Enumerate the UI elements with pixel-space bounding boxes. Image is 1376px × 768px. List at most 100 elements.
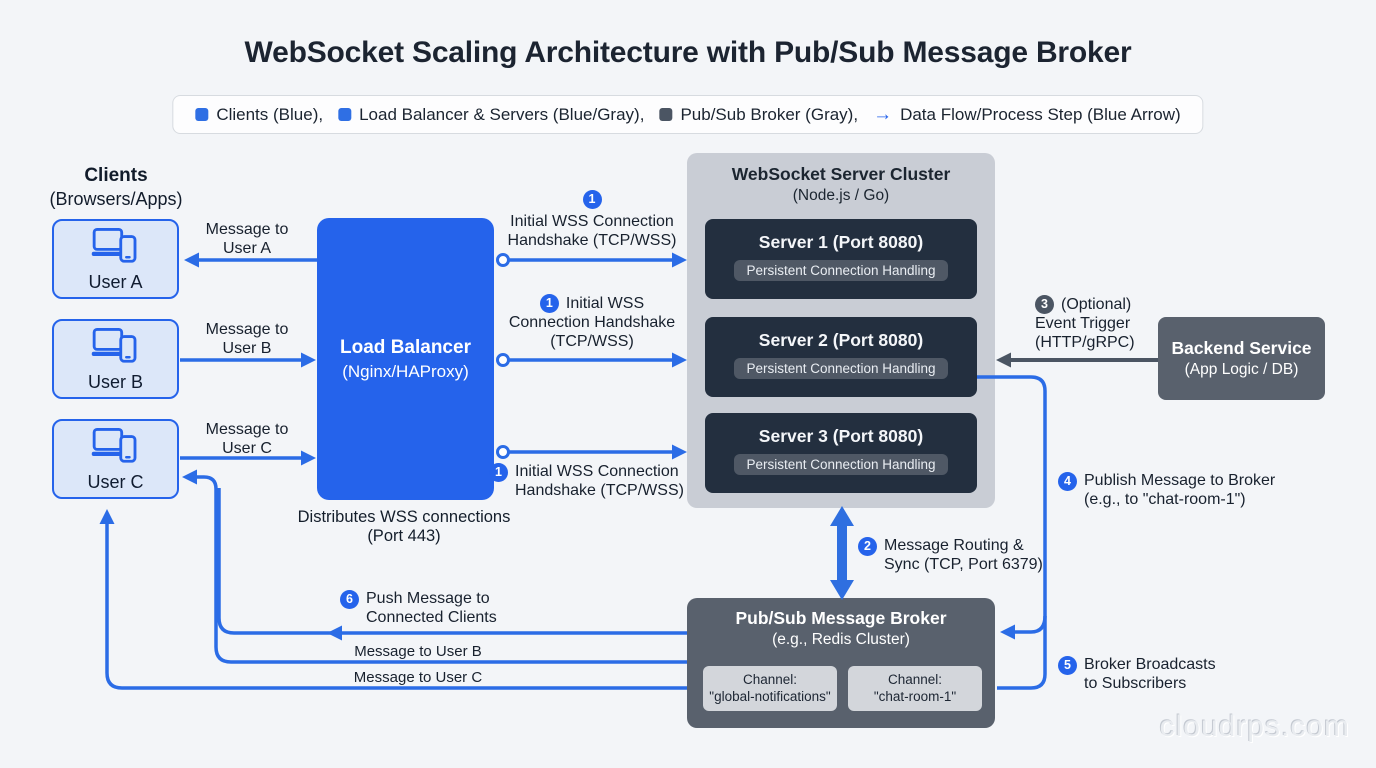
legend-item-dataflow: → Data Flow/Process Step (Blue Arrow) (873, 105, 1181, 125)
flow-arrow-icon: → (873, 104, 893, 125)
label-line: to Subscribers (1084, 675, 1187, 692)
label-line: Message to (205, 221, 289, 238)
broker-box: Pub/Sub Message Broker (e.g., Redis Clus… (687, 598, 995, 728)
cluster-subtitle: (Node.js / Go) (792, 187, 890, 204)
legend-item-broker: Pub/Sub Broker (Gray), (659, 105, 858, 125)
devices-icon (91, 428, 136, 463)
server-cluster-box: WebSocket Server Cluster (Node.js / Go) … (687, 153, 995, 508)
line-publish-into-broker (1015, 615, 1047, 634)
load-balancer-box: Load Balancer (Nginx/HAProxy) (317, 218, 494, 500)
server-2-box: Server 2 (Port 8080) Persistent Connecti… (705, 317, 977, 397)
backend-title: Backend Service (1171, 338, 1312, 358)
line-msg-user-b-bottom (195, 475, 687, 664)
arrowhead-into-user-c-side (182, 469, 197, 485)
step-2-label: 2 Message Routing & Sync (TCP, Port 6379… (858, 536, 1043, 574)
backend-service-box: Backend Service (App Logic / DB) (1158, 317, 1325, 400)
legend-label: Load Balancer & Servers (Blue/Gray), (359, 104, 645, 124)
server-title: Server 3 (Port 8080) (758, 426, 924, 446)
label-line: Connected Clients (366, 609, 497, 626)
legend: Clients (Blue), Load Balancer & Servers … (172, 95, 1204, 134)
label-line: (TCP/WSS) (550, 333, 634, 350)
channel-chat-room-1: Channel: "chat-room-1" (848, 666, 982, 711)
legend-label: Data Flow/Process Step (Blue Arrow) (900, 104, 1181, 124)
channel-name: "chat-room-1" (873, 689, 957, 704)
legend-item-lb-servers: Load Balancer & Servers (Blue/Gray), (338, 105, 644, 125)
server-1-box: Server 1 (Port 8080) Persistent Connecti… (705, 219, 977, 299)
label-line: (Optional) (1061, 296, 1132, 313)
step-4-label: 4 Publish Message to Broker (e.g., to "c… (1058, 471, 1275, 509)
label-line: (HTTP/gRPC) (1035, 334, 1135, 351)
server-badge: Persistent Connection Handling (734, 358, 948, 379)
broker-subtitle: (e.g., Redis Cluster) (772, 631, 910, 648)
client-label: User A (88, 272, 143, 292)
label-line: Message to (205, 421, 289, 438)
arrowhead-backend-trigger (996, 352, 1011, 368)
label-line: Event Trigger (1035, 315, 1131, 332)
step-1-bottom-label: 1 Initial WSS Connection Handshake (TCP/… (489, 462, 684, 500)
step-6-label: 6 Push Message to Connected Clients (340, 589, 497, 627)
label-line: Message to (205, 321, 289, 338)
client-box-user-c: User C (52, 419, 179, 499)
label-line: Initial WSS Connection (515, 463, 679, 480)
arrowhead-lb-server3 (672, 444, 687, 460)
clients-title: Clients (84, 165, 148, 186)
devices-icon (91, 328, 136, 363)
legend-label: Clients (Blue), (216, 104, 324, 124)
server-title: Server 1 (Port 8080) (758, 232, 924, 252)
label-msg-user-b: Message to User B (187, 320, 307, 358)
label-bottom-msg-user-b: Message to User B (354, 643, 482, 660)
step-5-badge: 5 (1058, 656, 1077, 675)
label-line: User C (222, 440, 272, 457)
label-msg-user-a: Message to User A (187, 220, 307, 258)
load-balancer-caption: Distributes WSS connections (Port 443) (262, 508, 546, 546)
label-line: Push Message to (366, 590, 490, 607)
step-6-badge: 6 (340, 590, 359, 609)
step-2-badge: 2 (858, 537, 877, 556)
label-line: Broker Broadcasts (1084, 656, 1216, 673)
watermark: cloudrps.com (1159, 710, 1350, 743)
broker-swatch-icon (659, 108, 673, 121)
arrowhead-sync-down (830, 580, 854, 600)
client-box-user-b: User B (52, 319, 179, 399)
label-line: Connection Handshake (508, 314, 676, 331)
legend-item-clients: Clients (Blue), (195, 105, 323, 125)
clients-heading: Clients (Browsers/Apps) (30, 165, 202, 210)
step-3-badge: 3 (1035, 295, 1054, 314)
broker-title: Pub/Sub Message Broker (735, 608, 947, 628)
port-circle-2 (496, 353, 510, 367)
legend-label: Pub/Sub Broker (Gray), (680, 104, 859, 124)
clients-subtitle: (Browsers/Apps) (49, 189, 183, 209)
label-bottom-msg-user-c: Message to User C (353, 669, 483, 686)
lb-caption-line1: Distributes WSS connections (297, 508, 511, 526)
arrowhead-publish-into-broker (1000, 624, 1015, 640)
label-msg-user-c: Message to User C (187, 420, 307, 458)
arrowhead-lb-server1 (672, 252, 687, 268)
label-line: Initial WSS (565, 295, 645, 312)
arrowhead-push-message (327, 625, 342, 641)
step-4-badge: 4 (1058, 472, 1077, 491)
lb-caption-line2: (Port 443) (367, 527, 441, 545)
load-balancer-subtitle: (Nginx/HAProxy) (342, 361, 469, 381)
label-line: Handshake (TCP/WSS) (507, 232, 677, 249)
cluster-title: WebSocket Server Cluster (731, 164, 951, 184)
label-line: User B (222, 340, 272, 357)
port-circle-3 (496, 445, 510, 459)
step-1-mid-label: 1 Initial WSS Connection Handshake (TCP/… (492, 294, 692, 351)
channel-label: Channel: (887, 672, 943, 687)
load-balancer-title: Load Balancer (340, 336, 471, 358)
label-line: User A (222, 240, 271, 257)
clients-swatch-icon (195, 108, 209, 121)
label-line: Initial WSS Connection (510, 213, 674, 230)
label-line: Publish Message to Broker (1084, 472, 1276, 489)
label-line: Handshake (TCP/WSS) (515, 482, 684, 499)
server-badge: Persistent Connection Handling (734, 454, 948, 475)
label-line: Sync (TCP, Port 6379) (884, 556, 1043, 573)
server-title: Server 2 (Port 8080) (758, 330, 924, 350)
page-title: WebSocket Scaling Architecture with Pub/… (244, 36, 1132, 69)
client-label: User C (87, 472, 144, 492)
channel-name: "global-notifications" (709, 689, 831, 704)
lb-servers-swatch-icon (338, 108, 352, 121)
label-line: (e.g., to "chat-room-1") (1084, 491, 1246, 508)
channel-global-notifications: Channel: "global-notifications" (703, 666, 837, 711)
